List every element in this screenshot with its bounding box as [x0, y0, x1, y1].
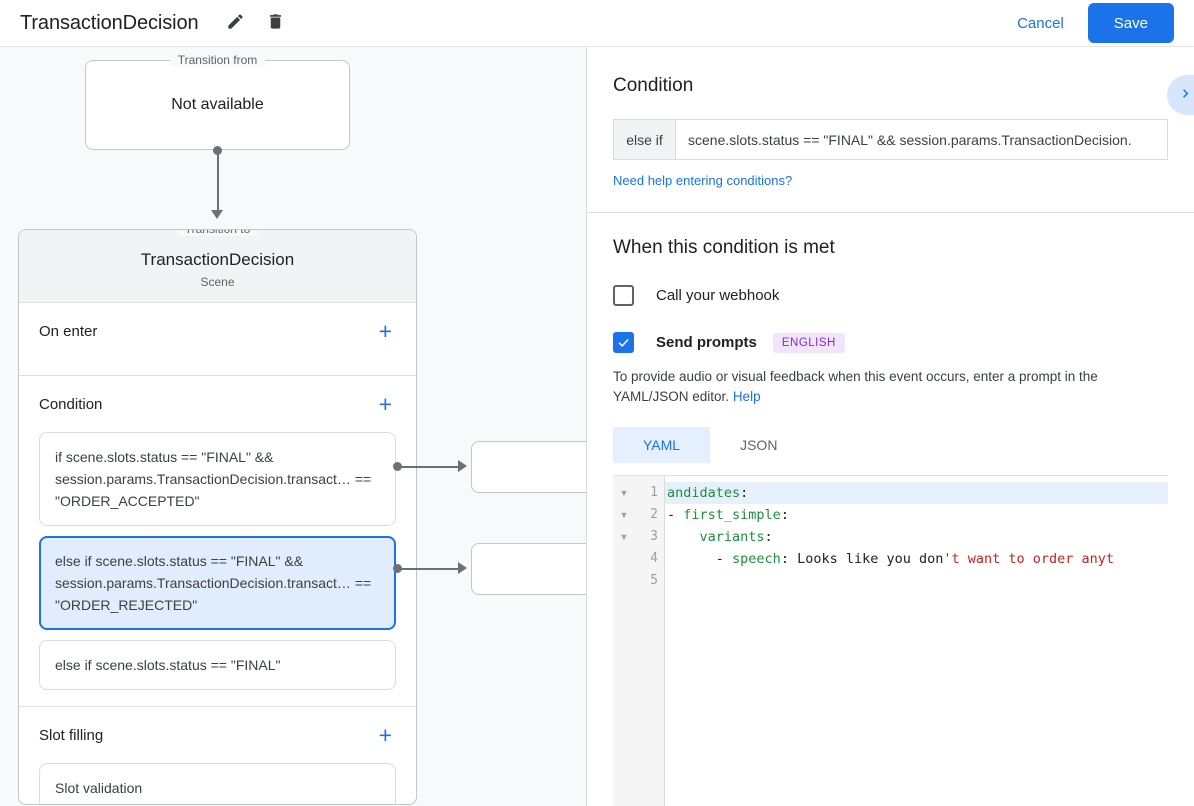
section-on-enter: On enter + — [19, 303, 416, 376]
condition-card[interactable]: if scene.slots.status == "FINAL" && sess… — [39, 432, 396, 526]
code-token: : Looks like you don — [780, 551, 944, 567]
transition-from-legend: Transition from — [169, 53, 266, 67]
panel-condition-heading: Condition — [613, 75, 694, 96]
help-link[interactable]: Help — [732, 389, 761, 404]
connector-line-condition-2 — [398, 568, 460, 570]
connector-line-condition-1 — [398, 466, 460, 468]
send-prompts-row: Send prompts ENGLISH — [613, 332, 1168, 353]
line-number: 1 — [650, 485, 658, 500]
collapse-panel-button[interactable] — [1167, 75, 1194, 115]
pencil-icon — [226, 12, 245, 34]
transition-from-value: Not available — [171, 96, 264, 113]
editor-format-tabs: YAML JSON — [613, 427, 1168, 463]
tab-yaml[interactable]: YAML — [613, 427, 711, 463]
fold-toggle-icon[interactable]: ▼ — [619, 488, 629, 498]
panel-when-met-section: When this condition is met Call your web… — [587, 213, 1194, 806]
cancel-button[interactable]: Cancel — [1003, 7, 1078, 40]
connector-dot-condition-2 — [393, 564, 402, 573]
condition-card[interactable]: else if scene.slots.status == "FINAL" &&… — [39, 536, 396, 630]
condition-prefix-label: else if — [613, 119, 675, 160]
send-prompts-label: Send prompts — [656, 334, 757, 351]
checkmark-icon — [618, 338, 629, 348]
prompts-description: To provide audio or visual feedback when… — [613, 367, 1168, 407]
section-title-slot-filling: Slot filling — [39, 726, 104, 744]
fold-toggle-icon[interactable]: ▼ — [619, 532, 629, 542]
call-webhook-checkbox[interactable] — [613, 285, 634, 306]
code-line[interactable] — [665, 570, 1168, 592]
call-webhook-label: Call your webhook — [656, 287, 780, 304]
add-on-enter-button[interactable]: + — [375, 318, 396, 345]
condition-detail-panel: Condition else if Need help entering con… — [587, 47, 1194, 806]
code-token: first_simple — [683, 507, 781, 523]
connector-arrow-condition-1 — [458, 460, 467, 472]
language-badge: ENGLISH — [772, 332, 845, 353]
save-button[interactable]: Save — [1087, 3, 1174, 43]
tab-json[interactable]: JSON — [710, 427, 807, 463]
condition-card[interactable]: else if scene.slots.status == "FINAL" — [39, 640, 396, 690]
code-token: speech — [732, 551, 781, 567]
transition-to-header: TransactionDecision Scene — [19, 230, 416, 303]
code-token: - — [667, 551, 733, 567]
prompts-description-text: To provide audio or visual feedback when… — [613, 369, 1098, 404]
condition-input-row: else if — [613, 119, 1168, 160]
connector-dot-condition-1 — [393, 462, 402, 471]
transition-to-legend: Transition to — [176, 230, 259, 236]
editor-line-numbers: 1 2 3 4 5 — [635, 476, 665, 806]
transition-to-node[interactable]: Transition to TransactionDecision Scene … — [18, 229, 417, 805]
code-token: : — [764, 529, 773, 545]
code-token: : — [740, 485, 749, 501]
panel-condition-section: Condition else if Need help entering con… — [587, 47, 1194, 213]
connector-arrow-condition-2 — [458, 562, 467, 574]
section-slot-filling: Slot filling + Slot validation — [19, 707, 416, 804]
code-token — [667, 529, 700, 545]
code-token: : — [780, 507, 789, 523]
line-number: 2 — [650, 507, 658, 522]
webhook-row: Call your webhook — [613, 285, 1168, 306]
line-number: 5 — [650, 573, 658, 588]
line-number: 4 — [650, 551, 658, 566]
section-title-condition: Condition — [39, 395, 103, 413]
target-node[interactable] — [471, 543, 586, 595]
section-condition: Condition + if scene.slots.status == "FI… — [19, 376, 416, 707]
panel-divider — [586, 47, 587, 806]
connector-line-vertical — [217, 150, 219, 212]
fold-toggle-icon[interactable]: ▼ — [619, 510, 629, 520]
section-header-slot-filling: Slot filling + — [39, 707, 396, 763]
need-help-conditions-link[interactable]: Need help entering conditions? — [613, 173, 793, 188]
code-token: - — [667, 507, 684, 523]
code-token: andidates — [667, 485, 741, 501]
chevron-right-icon — [1177, 85, 1194, 105]
section-header-condition: Condition + — [39, 376, 396, 432]
section-title-on-enter: On enter — [39, 322, 98, 340]
transition-to-type: Scene — [200, 275, 235, 289]
transition-to-name: TransactionDecision — [140, 250, 295, 269]
add-slot-filling-button[interactable]: + — [375, 722, 396, 749]
target-node[interactable] — [471, 441, 586, 493]
code-line[interactable]: - first_simple: — [665, 504, 1168, 526]
add-condition-button[interactable]: + — [375, 391, 396, 418]
code-line[interactable]: andidates: — [665, 482, 1168, 504]
edit-button[interactable] — [223, 10, 249, 36]
code-line[interactable]: variants: — [665, 526, 1168, 548]
condition-input[interactable] — [675, 119, 1168, 160]
code-token: 't want to order anyt — [943, 551, 1115, 567]
app-header: TransactionDecision Cancel Save — [0, 0, 1194, 47]
slot-validation-card[interactable]: Slot validation — [39, 763, 396, 804]
code-token: variants — [699, 529, 765, 545]
editor-code-area[interactable]: andidates:- first_simple: variants: - sp… — [665, 476, 1168, 806]
section-header-on-enter: On enter + — [39, 303, 396, 359]
trash-icon — [266, 12, 285, 34]
transition-from-node[interactable]: Transition from Not available — [85, 53, 350, 150]
line-number: 3 — [650, 529, 658, 544]
send-prompts-checkbox[interactable] — [613, 332, 634, 353]
when-condition-met-heading: When this condition is met — [613, 237, 835, 258]
editor-fold-column: ▼ ▼ ▼ — [613, 476, 635, 806]
scene-graph-canvas[interactable]: Transition from Not available Transition… — [0, 47, 586, 806]
connector-arrow-down — [211, 210, 223, 219]
delete-button[interactable] — [263, 10, 289, 36]
page-title: TransactionDecision — [20, 11, 199, 34]
code-line[interactable]: - speech: Looks like you don't want to o… — [665, 548, 1168, 570]
